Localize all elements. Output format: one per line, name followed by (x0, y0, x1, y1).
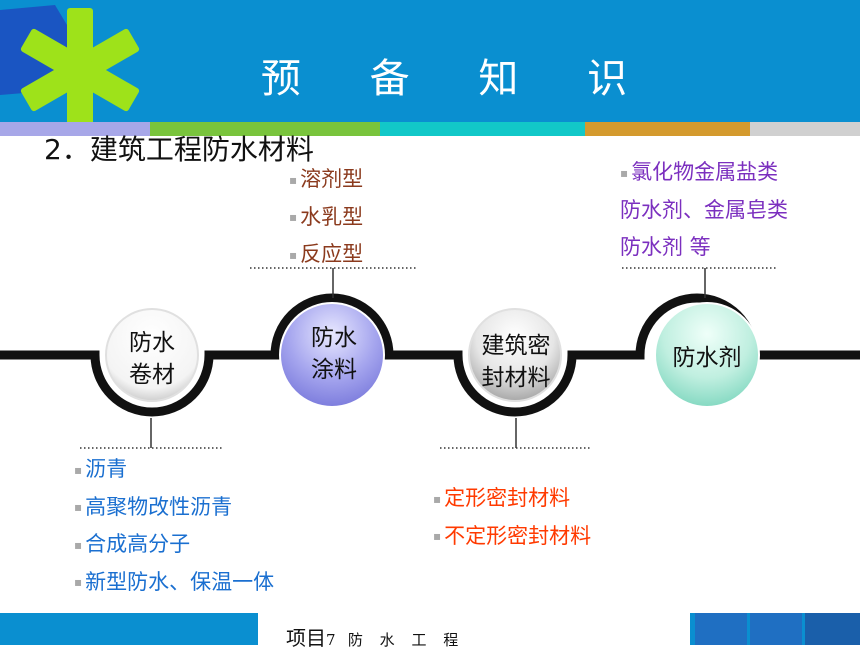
stripe-segment (585, 122, 750, 136)
sealant-type-list: 定形密封材料 不定形密封材料 (433, 480, 591, 555)
coating-type-list: 溶剂型 水乳型 反应型 (289, 161, 363, 274)
list-item: 高聚物改性沥青 (74, 489, 274, 527)
list-item: 水乳型 (289, 199, 363, 237)
node-circle (279, 302, 385, 408)
node-label-line: 封材料 (481, 365, 551, 391)
footer-project-word: 项目 (286, 626, 326, 650)
list-item-continuation: 防水剂 等 (620, 234, 711, 259)
stripe-segment (750, 122, 860, 136)
timeline-line (0, 293, 860, 417)
footer-label-box (258, 613, 690, 645)
list-item: 沥青 (74, 451, 274, 489)
node-label-line: 涂料 (311, 357, 357, 383)
node-label-line: 卷材 (129, 362, 175, 388)
footer-project-number: 7 (326, 631, 342, 649)
node-label-line: 建筑密 (481, 333, 551, 359)
node-circle (654, 302, 760, 408)
footer-project-label: 项目7 防 水 工 程 (286, 622, 464, 651)
stripe-segment (0, 122, 150, 136)
section-subtitle: 2．建筑工程防水材料 (44, 133, 314, 166)
page-title: 预 备 知 识 (260, 56, 656, 102)
list-item: 氯化物金属盐类 (620, 154, 788, 192)
list-item: 不定形密封材料 (433, 518, 591, 556)
stripe-segment (380, 122, 585, 136)
node-circle (468, 308, 562, 402)
list-item-continuation: 防水剂、金属皂类 (620, 197, 788, 222)
node-label-line: 防水 (129, 330, 175, 356)
list-item: 定形密封材料 (433, 480, 591, 518)
footer-project-name: 防 水 工 程 (347, 631, 465, 649)
footer-block (695, 613, 747, 645)
roll-type-list: 沥青 高聚物改性沥青 合成高分子 新型防水、保温一体 (74, 451, 274, 601)
node-label-sealant: 建筑密 封材料 (461, 330, 571, 394)
node-label-coating: 防水 涂料 (284, 322, 384, 386)
list-item: 溶剂型 (289, 161, 363, 199)
stripe-segment (150, 122, 380, 136)
node-label-roll: 防水 卷材 (102, 327, 202, 391)
header-banner (0, 0, 860, 122)
node-label-agent: 防水剂 (652, 342, 762, 374)
node-circle (105, 308, 199, 402)
agent-type-list: 氯化物金属盐类 防水剂、金属皂类 防水剂 等 (620, 154, 788, 266)
node-label-line: 防水剂 (672, 345, 742, 371)
list-item: 新型防水、保温一体 (74, 564, 274, 602)
footer-block (805, 613, 860, 645)
list-item: 合成高分子 (74, 526, 274, 564)
list-item: 反应型 (289, 236, 363, 274)
footer-block (750, 613, 802, 645)
asterisk-logo-icon (0, 5, 140, 130)
node-label-line: 防水 (311, 325, 357, 351)
